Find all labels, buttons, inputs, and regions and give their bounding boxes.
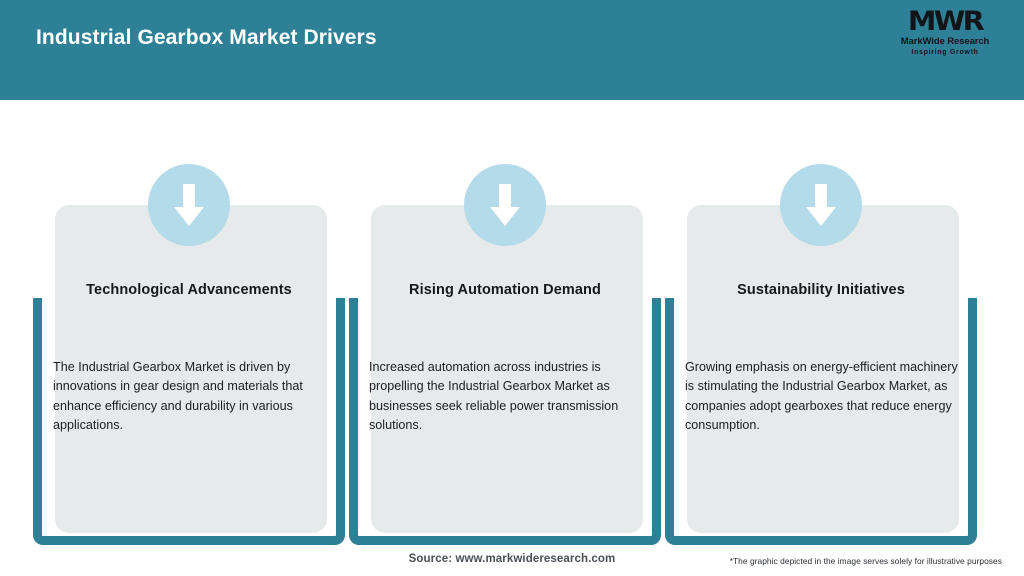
disclaimer-note: *The graphic depicted in the image serve… (729, 556, 1002, 566)
logo-monogram: MWR (907, 6, 985, 37)
card-title: Technological Advancements (86, 282, 292, 298)
logo-company-name: MarkWide Research (900, 36, 990, 47)
card-panel (55, 205, 327, 533)
logo-tagline: Inspiring Growth (911, 48, 979, 56)
card-accent-frame (349, 298, 661, 545)
arrow-down-icon (780, 164, 862, 246)
card-accent-frame (665, 298, 977, 545)
page-header: Industrial Gearbox Market Drivers MWR Ma… (0, 0, 1024, 100)
arrow-down-icon (464, 164, 546, 246)
arrow-down-icon (148, 164, 230, 246)
brand-logo: MWR MarkWide Research Inspiring Growth (884, 8, 1006, 60)
card-panel (371, 205, 643, 533)
driver-card-3: Sustainability Initiatives Growing empha… (665, 130, 977, 545)
card-panel (687, 205, 959, 533)
card-body-text: The Industrial Gearbox Market is driven … (53, 360, 303, 432)
drivers-card-row: Technological Advancements The Industria… (0, 100, 1024, 550)
source-label: Source: www.markwideresearch.com (408, 553, 616, 565)
card-title: Sustainability Initiatives (737, 282, 905, 298)
driver-card-2: Rising Automation Demand Increased autom… (349, 130, 661, 545)
card-title: Rising Automation Demand (409, 282, 601, 298)
card-accent-frame (33, 298, 345, 545)
page-title: Industrial Gearbox Market Drivers (36, 26, 377, 49)
card-body-text: Increased automation across industries i… (369, 360, 619, 432)
card-body-text: Growing emphasis on energy-efficient mac… (685, 360, 958, 432)
driver-card-1: Technological Advancements The Industria… (33, 130, 345, 545)
